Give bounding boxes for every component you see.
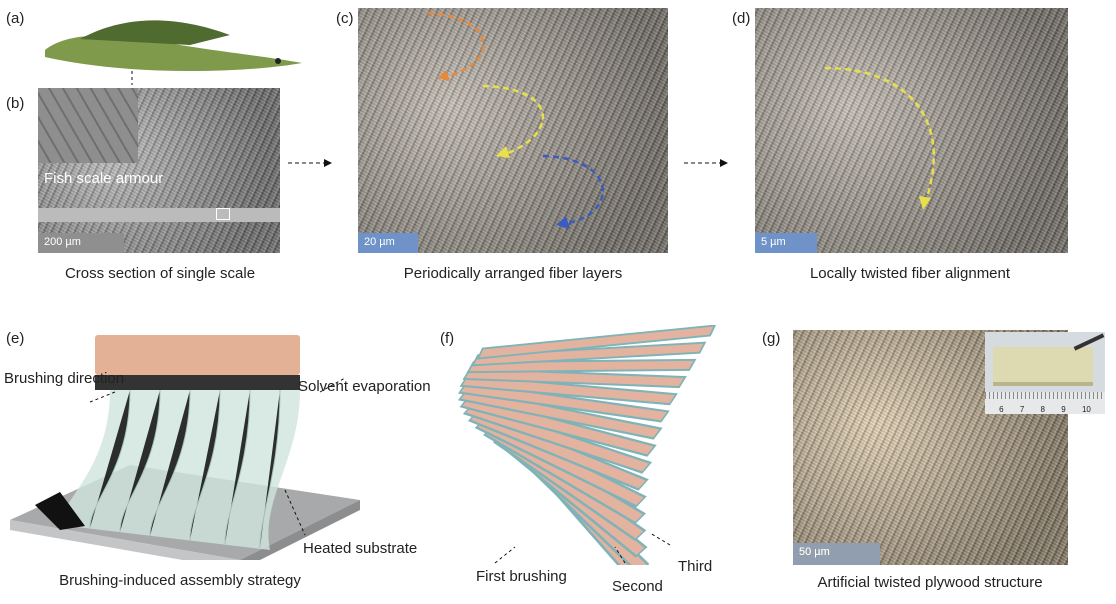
heated-substrate-label: Heated substrate <box>303 540 418 557</box>
fish-scale-armour-label: Fish scale armour <box>44 170 164 187</box>
ruler: 6 7 8 9 10 <box>985 392 1105 414</box>
scale-bar: 200 µm <box>38 233 124 253</box>
fiber-layer <box>476 325 717 360</box>
fish-scale-inset <box>38 88 138 163</box>
panel-g-label: (g) <box>762 330 781 347</box>
panel-c-label: (c) <box>336 10 354 27</box>
twist-arrows <box>427 11 605 229</box>
annotation-leader <box>649 532 671 546</box>
fiber-layer <box>471 341 707 367</box>
fish-image <box>45 20 302 85</box>
arrow-right-icon <box>684 159 728 167</box>
scale-bar: 50 µm <box>793 543 880 565</box>
fiber-layer <box>457 388 663 440</box>
third-label: Third <box>678 558 713 575</box>
panel-f-label: (f) <box>440 330 455 347</box>
scale-layer <box>38 208 280 222</box>
panel-d-label: (d) <box>732 10 751 27</box>
panel-a-label: (a) <box>6 10 25 27</box>
fiber-layer <box>462 367 687 389</box>
caption-c: Periodically arranged fiber layers <box>403 265 623 282</box>
brushing-diagram <box>10 335 360 560</box>
ruler-tick: 6 <box>999 405 1004 414</box>
caption-e: Brushing-induced assembly strategy <box>59 572 301 589</box>
fiber-layers-image: 20 µm <box>358 8 668 253</box>
brushing-direction-label: Brushing direction <box>4 370 125 387</box>
twist-arrow <box>824 66 936 210</box>
ruler-tick: 7 <box>1019 405 1025 414</box>
second-label: Second <box>612 578 663 595</box>
arrow-right-icon <box>288 159 332 167</box>
caption-b: Cross section of single scale <box>64 265 256 282</box>
solvent-evaporation-label: Solvent evaporation <box>298 378 431 395</box>
panel-e-label: (e) <box>6 330 25 347</box>
sample-plate <box>993 347 1093 386</box>
scale-bar: 5 µm <box>755 233 817 253</box>
annotation-leader <box>494 546 516 564</box>
twisted-plywood-stack <box>457 325 717 565</box>
zoom-box <box>216 208 230 220</box>
caption-d: Locally twisted fiber alignment <box>809 265 1011 282</box>
photo-inset: 6 7 8 9 10 <box>985 332 1105 414</box>
caption-g: Artificial twisted plywood structure <box>817 574 1043 591</box>
panel-b-label: (b) <box>6 95 25 112</box>
scale-cross-section-image: 200 µm <box>38 88 280 253</box>
ruler-tick: 8 <box>1040 405 1045 414</box>
first-brushing-label: First brushing <box>476 568 567 585</box>
fiber-layer <box>457 381 670 423</box>
twisted-fiber-image: 5 µm <box>755 8 1068 253</box>
ruler-tick: 10 <box>1081 405 1091 414</box>
scale-bar: 20 µm <box>358 233 418 253</box>
ruler-tick: 9 <box>1061 405 1066 414</box>
fiber-layer <box>459 374 678 406</box>
